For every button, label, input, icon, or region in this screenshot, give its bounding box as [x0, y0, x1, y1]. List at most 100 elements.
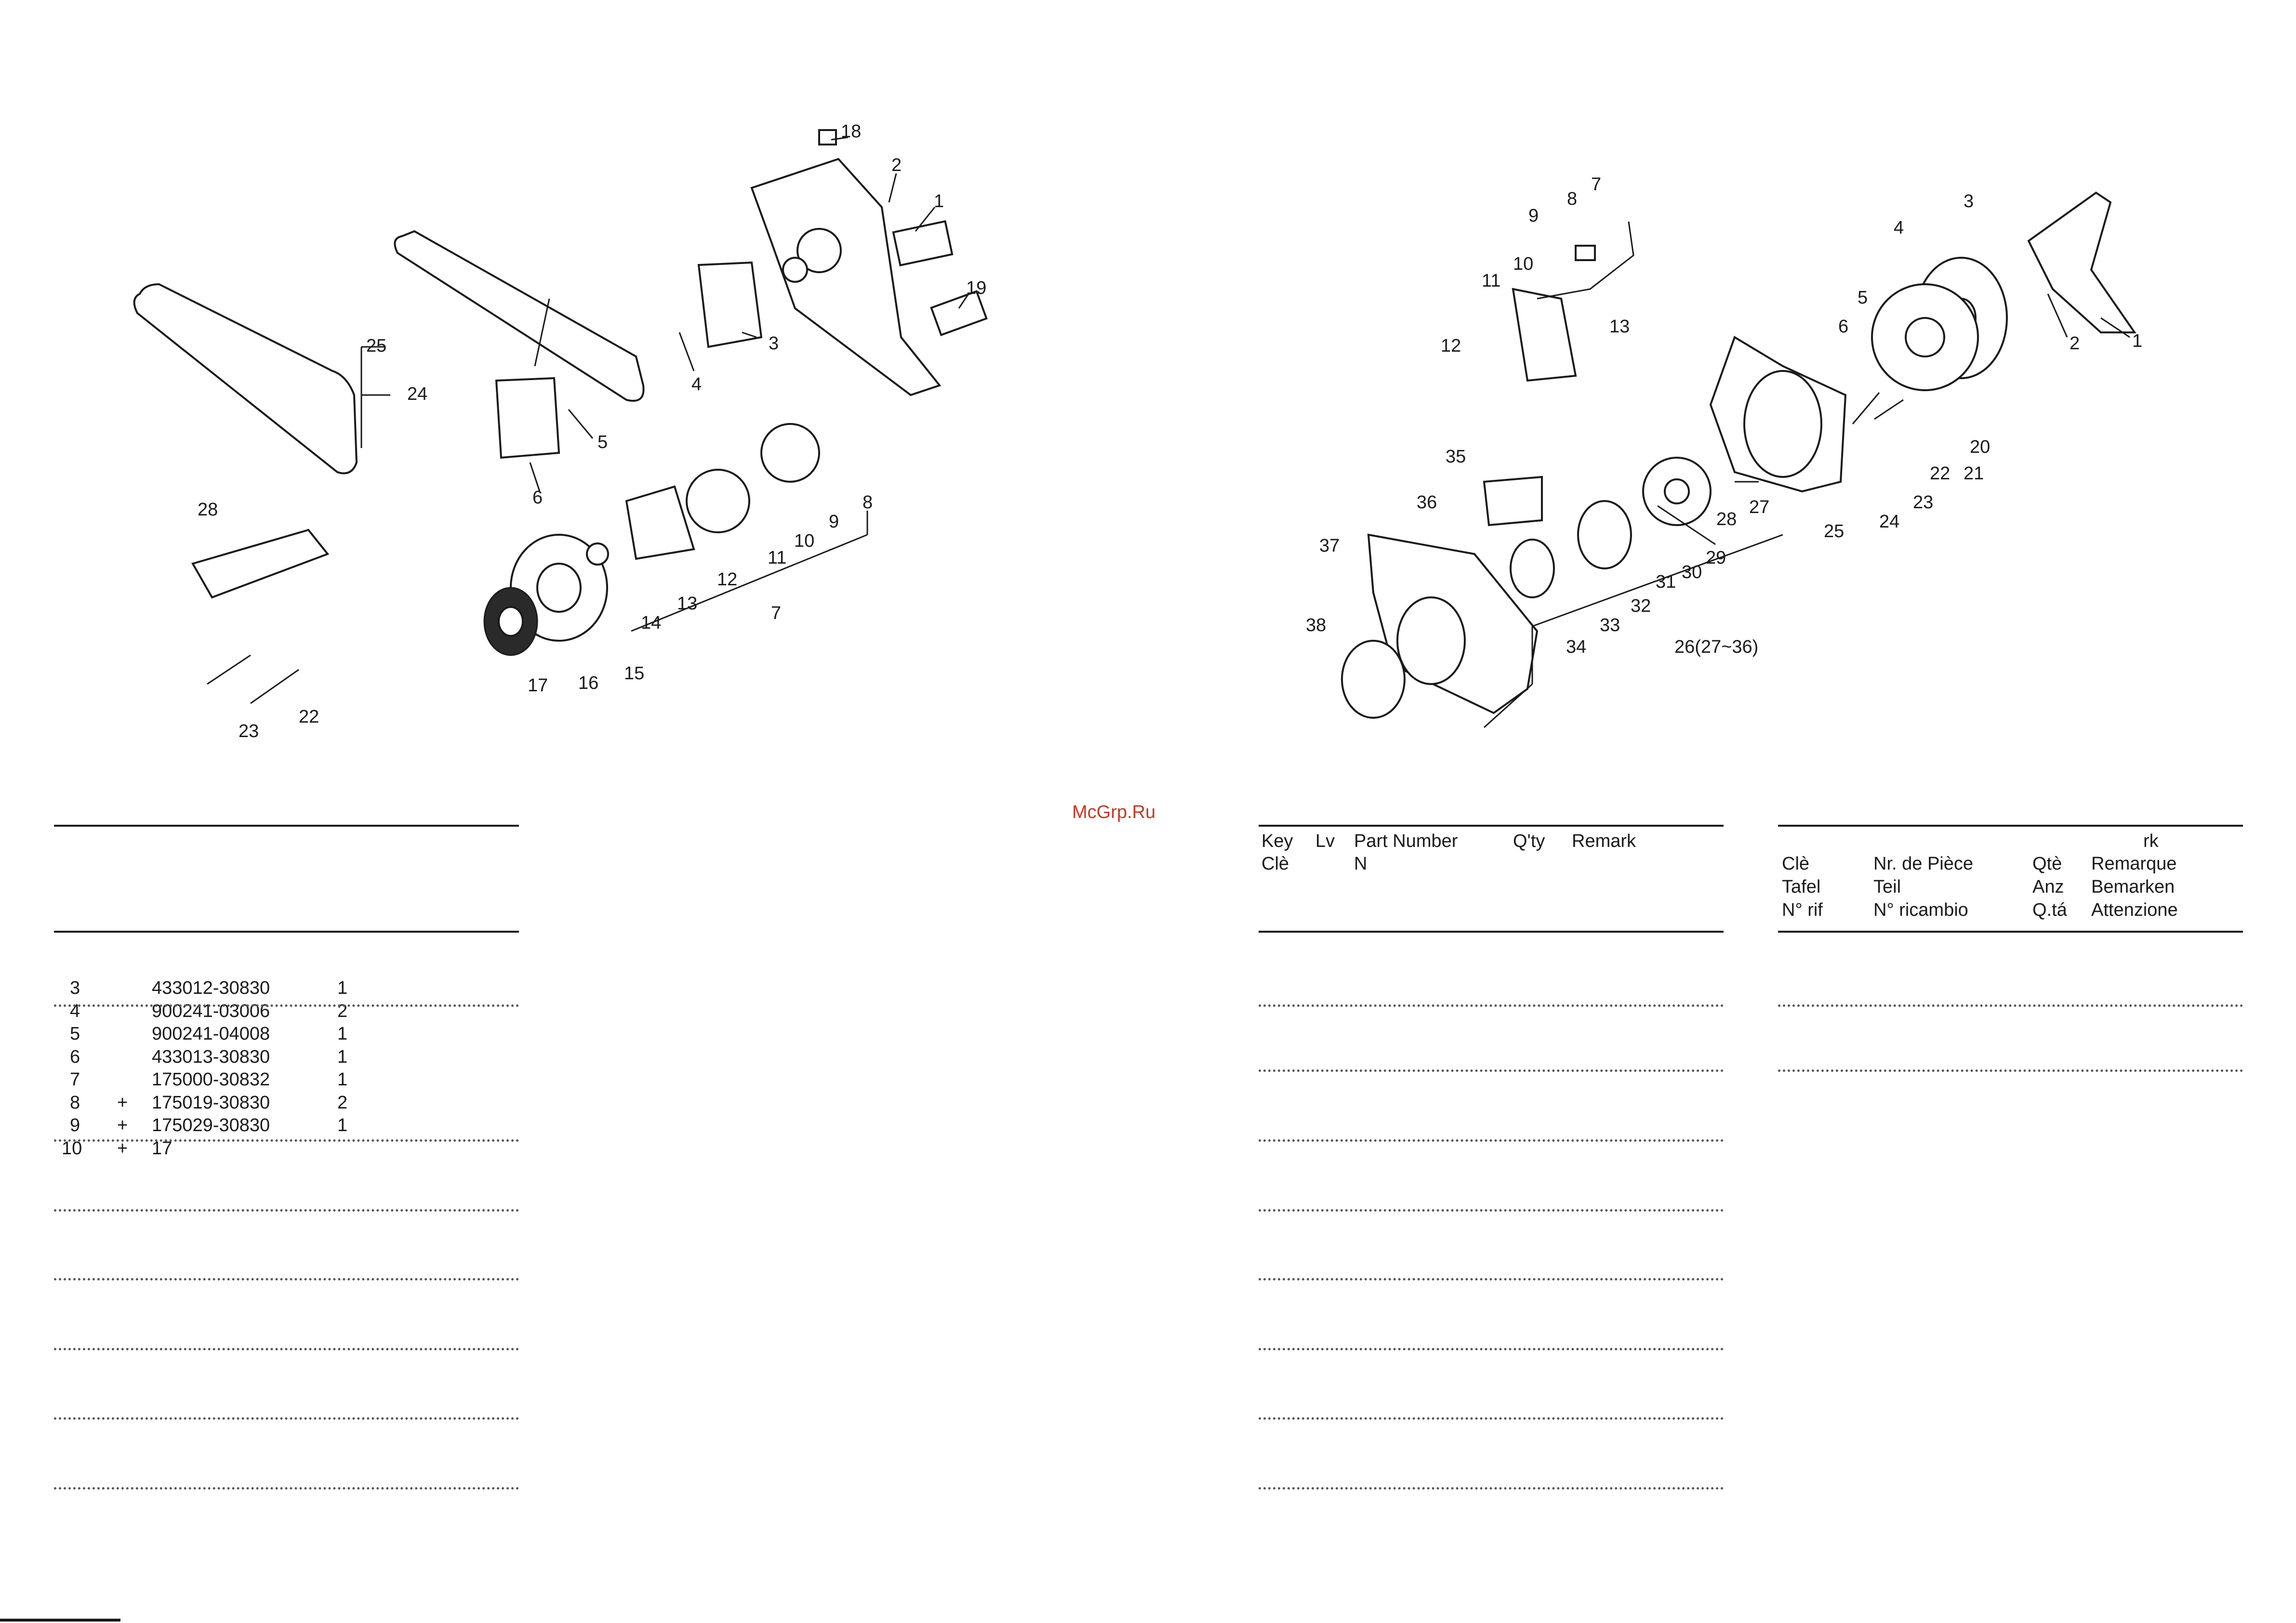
row-divider	[54, 1487, 519, 1490]
row-part-number: 900241-03006	[152, 1001, 270, 1021]
plug-cap	[1575, 245, 1596, 261]
plate-6	[495, 377, 560, 459]
callout-r-7: 7	[1591, 174, 1601, 195]
legend-col1-0: Clè	[1782, 854, 1810, 874]
row-quantity: 1	[337, 1115, 348, 1135]
callout-r-5: 5	[1858, 288, 1868, 308]
row-key: 5	[70, 1024, 80, 1044]
legend-col3-0: Qtè	[2032, 854, 2062, 874]
callout-11: 11	[768, 548, 786, 568]
callout-r-28: 28	[1716, 509, 1737, 529]
row-divider	[1259, 1278, 1724, 1280]
row-part-number: 175019-30830	[152, 1092, 270, 1113]
starter-handle	[1483, 475, 1543, 527]
row-quantity: 1	[337, 978, 348, 998]
row-divider	[54, 1417, 519, 1420]
callout-14: 14	[641, 613, 661, 633]
callout-6: 6	[532, 488, 543, 508]
callout-r-4: 4	[1894, 218, 1904, 238]
row-level: +	[117, 1115, 128, 1135]
table-header-rule	[1778, 931, 2243, 933]
callout-r-9: 9	[1528, 206, 1539, 226]
row-part-number: 433013-30830	[152, 1046, 270, 1067]
callout-r-26: 26(27~36)	[1674, 637, 1758, 657]
callout-r-8: 8	[1567, 189, 1577, 209]
ignition-coil	[1512, 288, 1577, 382]
sprocket-cover	[750, 158, 942, 396]
callout-1: 1	[934, 191, 944, 211]
callout-12: 12	[717, 569, 737, 590]
header-lv: Lv	[1315, 831, 1335, 851]
callout-r-6: 6	[1838, 317, 1848, 337]
row-part-number: 175000-30832	[152, 1069, 270, 1090]
manual	[191, 528, 330, 599]
legend-col2-0: Nr. de Pièce	[1873, 854, 1973, 874]
clutch-shoe	[625, 485, 695, 560]
legend-col4-1: Bemarken	[2091, 877, 2175, 897]
row-part-number: 900241-04008	[152, 1024, 270, 1044]
callout-r-23: 23	[1913, 492, 1933, 513]
recoil-case	[1510, 539, 1555, 598]
row-divider	[1259, 1004, 1724, 1007]
callout-r-3: 3	[1964, 191, 1974, 211]
callout-10: 10	[794, 531, 814, 551]
callout-r-35: 35	[1446, 447, 1466, 467]
callout-r-1: 1	[2132, 331, 2142, 351]
row-key: 9	[70, 1115, 80, 1135]
row-quantity: 1	[337, 1024, 348, 1044]
callout-18: 18	[841, 121, 861, 142]
right-exploded-diagram: 1 2 3 4 5 6 7 8 9 10 11 12 13 20 21 22 2…	[1306, 174, 2142, 728]
callout-7: 7	[771, 603, 781, 623]
callout-22: 22	[299, 707, 319, 727]
callout-r-21: 21	[1964, 463, 1984, 484]
callout-23: 23	[239, 721, 259, 741]
plate-3	[697, 261, 763, 348]
row-divider	[1259, 1209, 1724, 1212]
row-level: +	[117, 1092, 128, 1113]
row-key: 3	[70, 978, 80, 998]
row-divider	[1259, 1069, 1724, 1072]
callout-r-34: 34	[1566, 637, 1586, 657]
header-part-number-2: N	[1354, 854, 1367, 874]
callout-4: 4	[691, 374, 702, 395]
callout-r-20: 20	[1970, 437, 1990, 457]
row-part-number: 175029-30830	[152, 1115, 270, 1135]
row-quantity: 2	[337, 1001, 348, 1021]
flywheel-cover	[2027, 191, 2137, 333]
callout-r-24: 24	[1879, 512, 1899, 532]
callout-r-12: 12	[1441, 336, 1461, 356]
row-quantity: 1	[337, 1046, 348, 1067]
row-divider	[1778, 1069, 2243, 1072]
legend-col3-1: Anz	[2032, 877, 2064, 897]
row-key: 7	[70, 1069, 80, 1090]
header-remark: Remark	[1572, 831, 1636, 851]
legend-col4-2: Attenzione	[2091, 900, 2178, 920]
recoil-spring	[1577, 500, 1632, 569]
callout-15: 15	[624, 663, 644, 684]
table-top-rule	[54, 825, 519, 827]
legend-col2-1: Teil	[1873, 877, 1901, 897]
callout-25: 25	[366, 336, 386, 356]
row-key: 4	[70, 1001, 80, 1021]
row-divider	[1259, 1487, 1724, 1490]
callout-8: 8	[863, 492, 873, 513]
row-divider	[54, 1348, 519, 1350]
left-exploded-diagram: 18 2 1 19 3 4 5 6 25 24 28 8 9 10 11 12 …	[133, 121, 988, 741]
header-qty: Q'ty	[1513, 831, 1545, 851]
table-header-rule	[1259, 931, 1724, 933]
row-divider	[1259, 1139, 1724, 1142]
row-divider	[54, 1004, 519, 1007]
callout-r-38: 38	[1306, 615, 1326, 635]
callout-r-10: 10	[1513, 254, 1533, 274]
bar-scabbard	[133, 283, 358, 475]
legend-col2-2: N° ricambio	[1873, 900, 1968, 920]
callout-13: 13	[677, 594, 697, 614]
row-key: 6	[70, 1046, 80, 1067]
label-1	[892, 220, 954, 267]
callout-19: 19	[966, 278, 986, 298]
clutch-spring	[686, 469, 750, 533]
clutch-plate	[760, 423, 820, 483]
callout-r-13: 13	[1609, 317, 1630, 337]
legend-col1-1: Tafel	[1782, 877, 1821, 897]
row-level: +	[117, 1138, 128, 1159]
